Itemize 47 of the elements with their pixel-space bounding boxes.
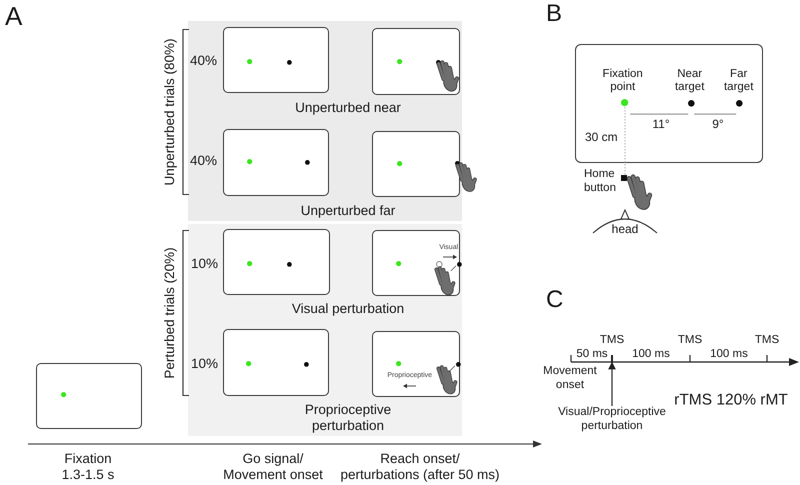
percentage-label: 10% bbox=[191, 256, 218, 272]
pulse-label: TMS bbox=[754, 334, 780, 348]
percentage-label: 40% bbox=[190, 52, 218, 70]
condition-caption: Unperturbed far bbox=[300, 202, 396, 220]
home-button-label: Home button bbox=[584, 168, 616, 196]
angle-label: 9° bbox=[712, 116, 724, 132]
interval-label: 50 ms bbox=[576, 348, 608, 362]
stimulation-label: rTMS 120% rMT bbox=[674, 392, 788, 410]
display-screen bbox=[223, 129, 329, 196]
onset-label: Movement onset bbox=[543, 365, 597, 393]
timeline-label: Go signal/ Movement onset bbox=[223, 450, 323, 484]
panel-letter: B bbox=[546, 0, 562, 29]
condition-caption: Unperturbed near bbox=[295, 100, 401, 116]
display-screen bbox=[223, 229, 330, 295]
point-label: Far target bbox=[724, 68, 754, 96]
distance-label: 30 cm bbox=[585, 130, 618, 144]
interval-label: 100 ms bbox=[710, 348, 748, 362]
display-screen bbox=[372, 331, 460, 397]
angle-label: 11° bbox=[652, 116, 670, 132]
display-screen bbox=[36, 363, 142, 429]
trial-group-label: Perturbed trials (20%) bbox=[162, 247, 178, 379]
annotation-text: Visual/Proprioceptive perturbation bbox=[558, 406, 666, 434]
panel-letter: A bbox=[5, 1, 22, 32]
display-screen bbox=[223, 329, 329, 396]
display-screen bbox=[575, 44, 763, 163]
condition-panel bbox=[188, 224, 462, 436]
interval-label: 100 ms bbox=[632, 348, 670, 362]
percentage-label: 40% bbox=[190, 152, 218, 170]
timeline-label: Fixation 1.3-1.5 s bbox=[62, 450, 114, 484]
display-screen bbox=[372, 230, 460, 296]
arrow bbox=[608, 362, 616, 406]
timeline-label: Reach onset/ perturbations (after 50 ms) bbox=[340, 450, 500, 484]
condition-panel bbox=[188, 21, 462, 221]
display-screen bbox=[223, 27, 329, 93]
display-screen bbox=[372, 28, 460, 95]
point-label: Fixation point bbox=[602, 68, 643, 96]
pulse-label: TMS bbox=[678, 334, 702, 348]
percentage-label: 10% bbox=[191, 356, 218, 372]
condition-caption: Visual perturbation bbox=[292, 300, 404, 318]
trial-group-label: Unperturbed trials (80%) bbox=[162, 38, 178, 186]
point-label: Near target bbox=[674, 68, 704, 96]
head-label: head bbox=[612, 222, 638, 236]
pulse-label: TMS bbox=[600, 334, 624, 348]
panel-letter: C bbox=[546, 286, 564, 315]
tick-mark bbox=[611, 355, 613, 362]
display-screen bbox=[372, 131, 460, 197]
condition-caption: Proprioceptive perturbation bbox=[304, 402, 392, 434]
